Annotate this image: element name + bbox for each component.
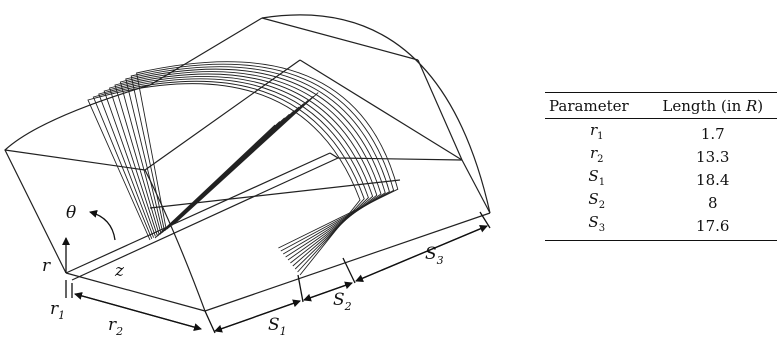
s3-arrow-back (355, 225, 488, 282)
theta-label: θ (66, 203, 76, 223)
axis-rod-end (329, 152, 463, 161)
back-vertical (417, 59, 463, 161)
header-parameter: Parameter (545, 92, 649, 119)
coil-ring (119, 68, 386, 258)
front-curve (144, 169, 206, 312)
coil-rings (87, 61, 399, 276)
dimension-arrows (62, 209, 491, 334)
coil-ring (109, 73, 378, 264)
back-radial (299, 59, 463, 161)
param-value: 1.7 (700, 124, 725, 143)
param-value: 17.6 (648, 214, 777, 241)
cylinder-wireframe (4, 14, 491, 312)
param-name: S2 (588, 190, 606, 211)
s1-label: S1 (268, 315, 287, 338)
coil-ring (125, 66, 390, 255)
ext-2 (297, 274, 304, 303)
coil-ring (87, 83, 361, 276)
z-label: z (114, 261, 125, 281)
coil-ring (136, 61, 399, 249)
param-value: 8 (707, 193, 718, 212)
inner-axis-line (71, 157, 339, 281)
param-value: 13.3 (696, 147, 730, 166)
theta-arrow (89, 209, 116, 241)
s2-label: S2 (333, 290, 352, 313)
param-name: r2 (589, 144, 604, 165)
front-base-edge (65, 272, 206, 312)
r2-arrow-back (74, 292, 202, 330)
s3-label: S3 (425, 244, 444, 267)
back-base-edge (461, 159, 491, 214)
param-name: S1 (588, 167, 606, 188)
ext-3 (342, 257, 356, 284)
r-label: r (42, 256, 51, 276)
back-upper-radial (261, 17, 419, 61)
ext-1 (204, 310, 216, 334)
coil-ring (114, 71, 382, 261)
table-row: r1 1.7 (545, 119, 777, 146)
r1-label: r1 (50, 299, 65, 322)
table-row: r2 13.3 (545, 145, 777, 168)
table-header-row: Parameter Length (in R) (545, 92, 777, 119)
header-length: Length (in R) (648, 92, 777, 119)
coil-strand (176, 92, 319, 223)
coil-ring (92, 80, 365, 273)
table-row: S2 8 (545, 191, 777, 214)
param-name: r1 (589, 121, 604, 142)
s1-arrow-back (214, 300, 301, 333)
top-edge (149, 17, 263, 86)
s2-arrow-back (303, 282, 353, 302)
coil-ring (130, 63, 395, 252)
bottom-edge (204, 212, 491, 312)
parameter-table: Parameter Length (in R) r1 1.7 r2 13.3 S… (545, 92, 777, 241)
param-value: 18.4 (696, 170, 730, 189)
r2-label: r2 (108, 315, 123, 338)
top-ridge (144, 59, 301, 171)
coil-ring (103, 75, 374, 267)
ext-4 (479, 211, 491, 229)
param-name: S3 (545, 214, 649, 241)
axis-line (65, 152, 331, 274)
table-row: S1 18.4 (545, 168, 777, 191)
back-arc (261, 14, 491, 214)
table-row: S3 17.6 (545, 214, 777, 241)
